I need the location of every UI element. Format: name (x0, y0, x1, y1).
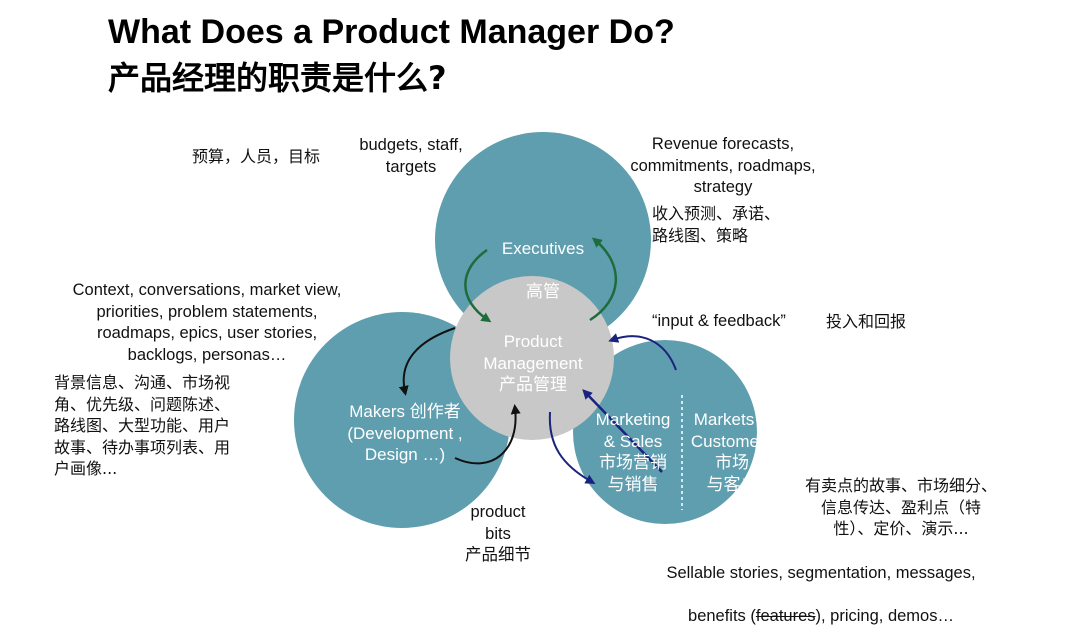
page-subtitle: 产品经理的职责是什么? (108, 59, 447, 97)
context-zh-text: 背景信息、沟通、市场视 角、优先级、问题陈述、 路线图、大型功能、用户 故事、待… (54, 373, 231, 478)
markets-customers-label: Markets & Customers 市场 与客户 (690, 410, 774, 494)
sellable-en-text: Sellable stories, segmentation, messages… (642, 541, 1000, 627)
markets-circle (573, 340, 757, 524)
arrow-markets-to-pm (608, 333, 677, 371)
context-en-text: Context, conversations, market view, pri… (72, 281, 342, 364)
makers-label: Makers 创作者 (Development , Design …) (347, 402, 463, 464)
arrow-pm-to-makers (398, 327, 456, 396)
input-feedback-en-text: “input & feedback” (652, 312, 786, 330)
arrow-marketing-to-pm (582, 389, 663, 473)
sellable-zh-text: 有卖点的故事、市场细分、 信息传达、盈利点（特 性）、定价、演示... (804, 476, 997, 538)
page-title: What Does a Product Manager Do? (108, 13, 675, 51)
revenue-zh-text: 收入预测、承诺、 路线图、策略 (652, 204, 781, 245)
input-feedback-zh-text: 投入和回报 (826, 312, 907, 331)
budgets-zh-text: 预算，人员，目标 (192, 147, 321, 166)
arrow-executives-to-pm (464, 248, 492, 323)
arrow-pm-to-marketing (548, 411, 596, 484)
executives-label: Executives 高管 (470, 216, 616, 303)
budgets-en-text: budgets, staff, targets (359, 136, 463, 176)
sellable-en-pre: benefits ( (688, 606, 756, 625)
pm-role-diagram (294, 132, 757, 528)
marketing-sales-label: Marketing & Sales 市场营销 与销售 (595, 410, 671, 494)
arrow-makers-to-pm (454, 404, 521, 465)
sellable-en-line1: Sellable stories, segmentation, messages… (666, 563, 976, 582)
arrow-pm-to-executives (589, 237, 618, 322)
sellable-en-post: ), pricing, demos… (815, 606, 954, 625)
executives-label-en: Executives (501, 238, 585, 258)
revenue-en-text: Revenue forecasts, commitments, roadmaps… (630, 135, 816, 196)
sellable-en-strike: features (755, 606, 816, 625)
product-bits-text: product bits 产品细节 (465, 503, 531, 564)
executives-label-zh: 高管 (526, 281, 560, 302)
product-management-label: Product Management 产品管理 (483, 332, 583, 394)
